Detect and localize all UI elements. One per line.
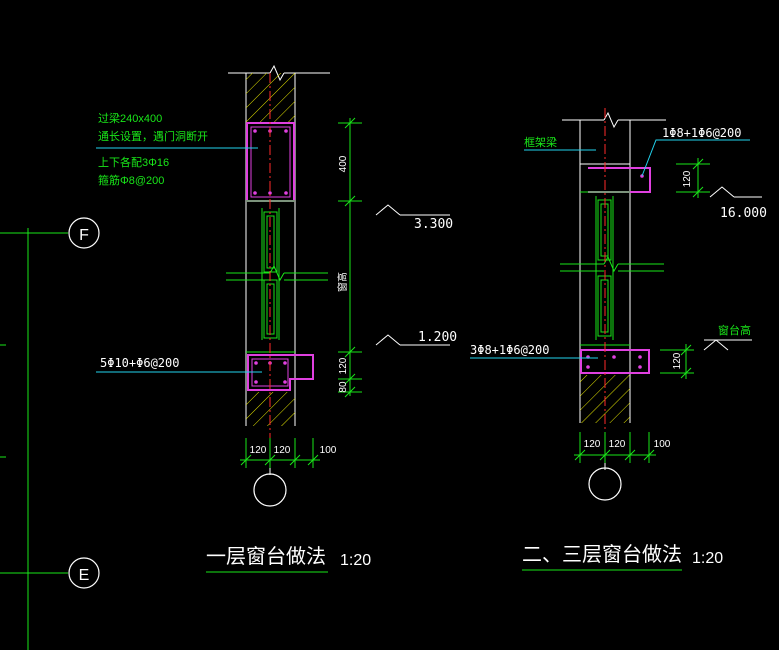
note-line-3: 上下各配3Φ16 <box>98 155 169 169</box>
bottom-dim-1: 120 <box>250 445 267 456</box>
right-axis-bubble <box>588 467 622 501</box>
dim-120: 120 <box>338 357 349 374</box>
elevation-top: 16.000 <box>720 206 767 221</box>
dim-400: 400 <box>338 155 349 172</box>
left-scale: 1:20 <box>340 552 371 569</box>
axis-label-e: E <box>79 567 90 584</box>
sill-rebar-label: 5Φ10+Φ6@200 <box>100 356 179 370</box>
left-sill-detail: 过梁240x400 通长设置，遇门洞断开 上下各配3Φ16 箍筋Φ8@200 5… <box>96 64 457 573</box>
right-bottom-dim-3: 100 <box>654 439 671 450</box>
sill-rebar-label-right: 3Φ8+1Φ6@200 <box>470 343 549 357</box>
axis-label-f: F <box>79 227 89 244</box>
note-line-2: 通长设置，遇门洞断开 <box>98 129 208 143</box>
note-line-1: 过梁240x400 <box>98 111 162 125</box>
axis-bubble-f: F <box>68 217 100 249</box>
axis-bubble-e: E <box>68 557 100 589</box>
axis-grid <box>0 228 68 650</box>
left-axis-bubble <box>253 473 287 507</box>
right-bottom-dim-1: 120 <box>584 439 601 450</box>
sill-height-label: 窗台高 <box>718 323 751 337</box>
frame-beam-label: 框架梁 <box>524 135 557 149</box>
bottom-dim-3: 100 <box>320 445 337 456</box>
right-sill-detail: 框架梁 1Φ8+1Φ6@200 3Φ8+1Φ6@200 120 16.000 窗… <box>470 108 767 571</box>
note-line-4: 箍筋Φ8@200 <box>98 173 164 187</box>
left-title: 一层窗台做法 <box>206 545 326 568</box>
right-scale: 1:20 <box>692 550 723 567</box>
dim-80: 80 <box>338 381 349 393</box>
dim-window-height: 窗高 <box>336 272 349 292</box>
top-dim-120: 120 <box>682 170 693 187</box>
sill-dim-120: 120 <box>672 352 683 369</box>
right-title: 二、三层窗台做法 <box>522 543 682 566</box>
right-bottom-dim-2: 120 <box>609 439 626 450</box>
top-rebar-label: 1Φ8+1Φ6@200 <box>662 126 741 140</box>
elevation-lower: 1.200 <box>418 330 457 345</box>
elevation-upper: 3.300 <box>414 217 453 232</box>
bottom-dim-2: 120 <box>274 445 291 456</box>
